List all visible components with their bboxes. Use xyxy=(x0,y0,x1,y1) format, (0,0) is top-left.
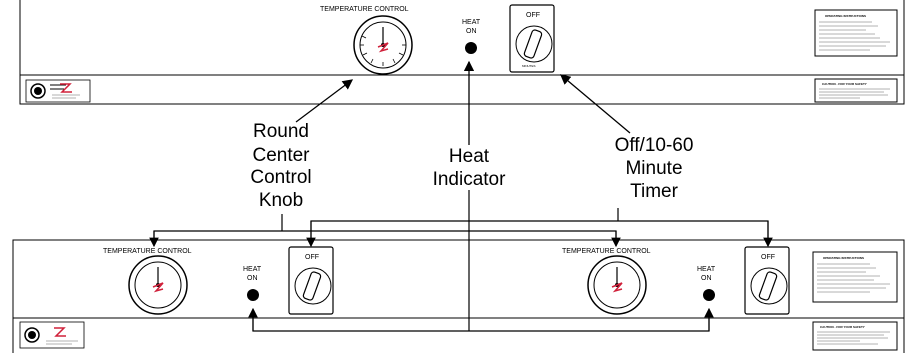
heat-label: HEAT xyxy=(462,19,481,26)
temperature-control-label: TEMPERATURE CONTROL xyxy=(320,6,409,13)
timer-minutes-label: MINUTES xyxy=(522,64,536,68)
svg-text:Knob: Knob xyxy=(259,190,303,211)
svg-text:OPERATING INSTRUCTIONS: OPERATING INSTRUCTIONS xyxy=(823,256,864,260)
svg-text:Round: Round xyxy=(253,121,309,142)
timer-dial-left[interactable]: OFF xyxy=(288,246,334,315)
heat-indicator-light-right xyxy=(703,289,715,301)
on-label-right: ON xyxy=(701,275,712,282)
svg-text:Off/10-60: Off/10-60 xyxy=(615,135,694,156)
temperature-knob-right[interactable] xyxy=(587,255,647,315)
callout-heat-indicator: Heat Indicator xyxy=(433,146,507,190)
heat-label-left: HEAT xyxy=(243,266,262,273)
instructions-title: OPERATING INSTRUCTIONS xyxy=(825,14,866,18)
svg-text:Minute: Minute xyxy=(625,158,682,179)
brand-logo-plate xyxy=(25,79,91,103)
callout-timer: Off/10-60 Minute Timer xyxy=(615,135,694,202)
caution-card-right: CAUTION - FOR YOUR SAFETY xyxy=(812,321,898,351)
svg-text:OFF: OFF xyxy=(761,254,775,261)
temperature-knob[interactable] xyxy=(353,15,413,75)
on-label: ON xyxy=(466,28,477,35)
temperature-control-label-left: TEMPERATURE CONTROL xyxy=(103,248,192,255)
svg-text:Heat: Heat xyxy=(449,146,490,167)
svg-text:Center: Center xyxy=(252,145,310,166)
temperature-knob-left[interactable] xyxy=(128,255,188,315)
heat-indicator-light xyxy=(465,42,477,54)
svg-text:CAUTION - FOR YOUR SAFETY: CAUTION - FOR YOUR SAFETY xyxy=(820,325,865,329)
svg-text:OFF: OFF xyxy=(305,254,319,261)
callout-knob: Round Center Control Knob xyxy=(250,121,311,211)
on-label-left: ON xyxy=(247,275,258,282)
svg-text:Control: Control xyxy=(250,167,311,188)
temperature-control-label-right: TEMPERATURE CONTROL xyxy=(562,248,651,255)
heat-label-right: HEAT xyxy=(697,266,716,273)
bottom-callout-connectors xyxy=(149,190,773,332)
svg-text:Indicator: Indicator xyxy=(433,169,507,190)
svg-text:Timer: Timer xyxy=(630,181,679,202)
bottom-control-panel: TEMPERATURE CONTROL HEAT ON OFF TEMPERAT… xyxy=(12,239,905,353)
heat-indicator-light-left xyxy=(247,289,259,301)
timer-dial[interactable]: OFF MINUTES xyxy=(509,4,555,73)
timer-dial-right[interactable]: OFF xyxy=(744,246,790,315)
caution-card: CAUTION - FOR YOUR SAFETY xyxy=(814,78,898,103)
brand-logo-plate-left xyxy=(19,321,85,349)
operating-instructions-card-right: OPERATING INSTRUCTIONS xyxy=(812,251,898,303)
top-control-panel: TEMPERATURE CONTROL HEAT ON xyxy=(19,0,905,105)
caution-title: CAUTION - FOR YOUR SAFETY xyxy=(822,82,867,86)
operating-instructions-card: OPERATING INSTRUCTIONS xyxy=(814,9,898,57)
top-callout-arrows xyxy=(295,60,631,145)
timer-off-label: OFF xyxy=(526,12,540,19)
